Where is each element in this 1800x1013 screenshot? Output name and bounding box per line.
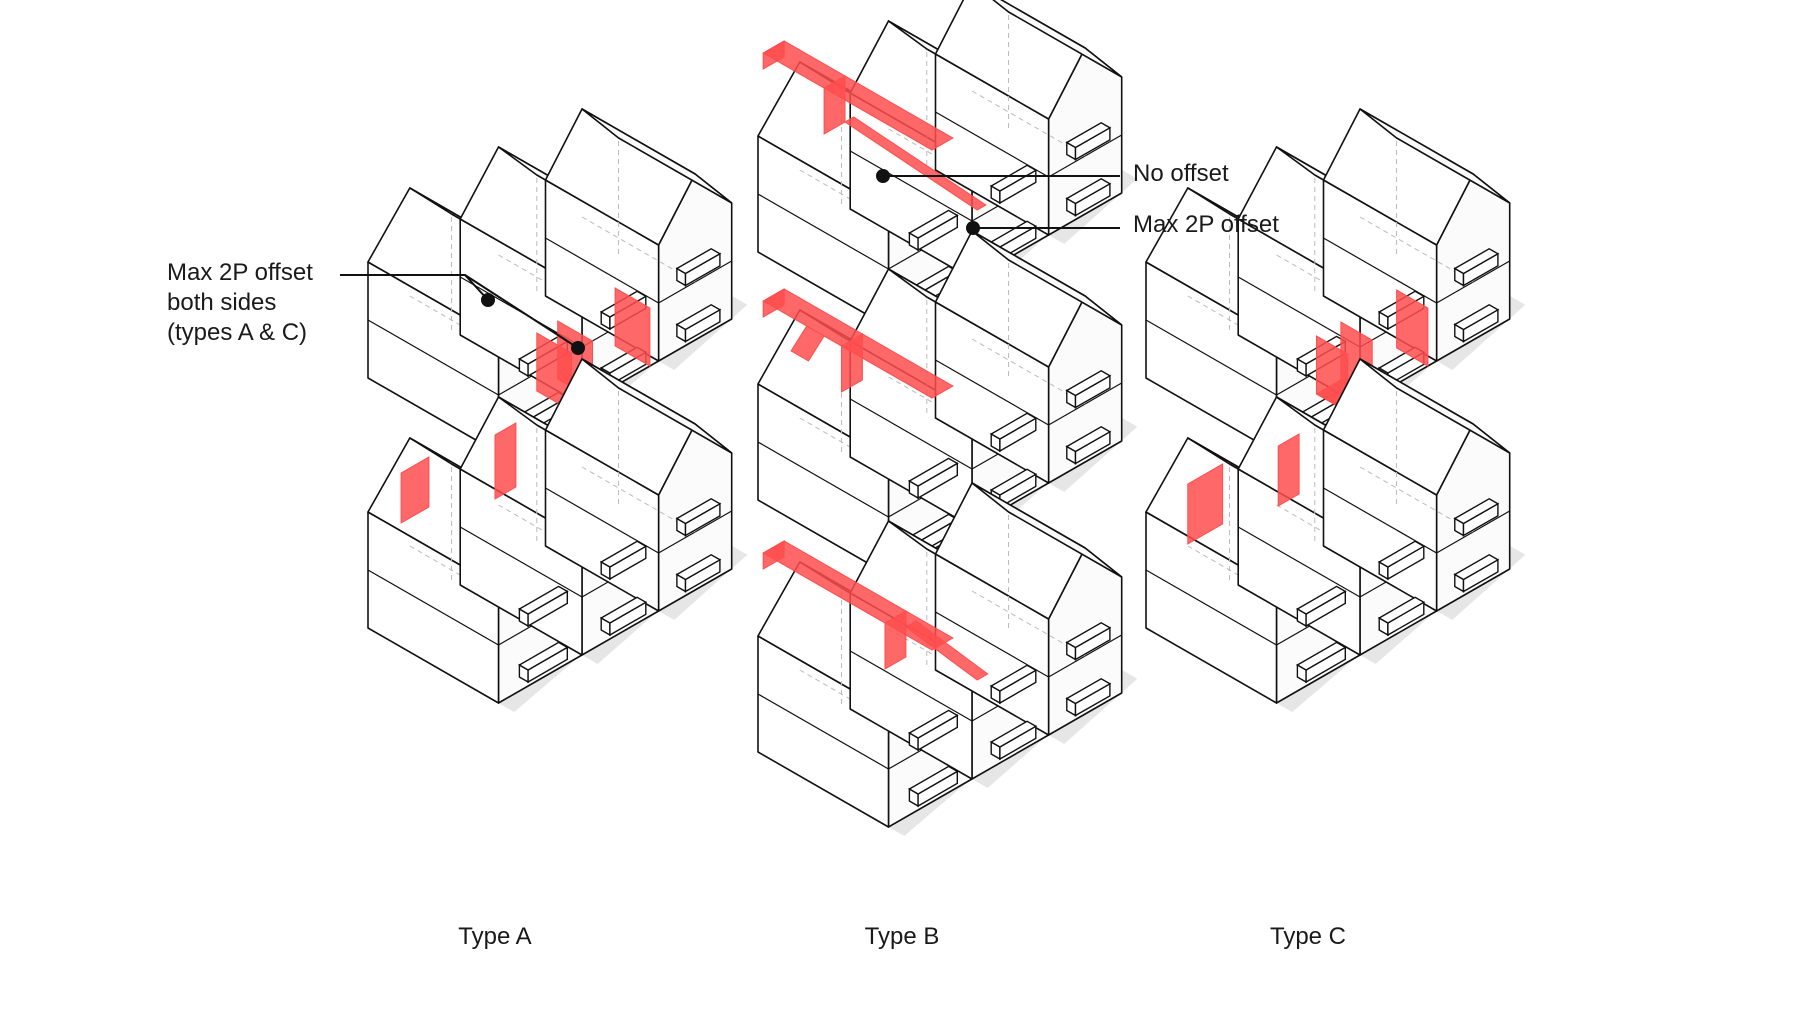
floor-line: [757, 693, 889, 770]
callout-line-2: both sides: [167, 289, 277, 316]
unit-3: [544, 358, 748, 620]
balcony: [1065, 177, 1112, 205]
floor-line: [1237, 276, 1361, 348]
balcony: [1453, 303, 1500, 331]
floor-line: [367, 319, 499, 396]
offset-zone: [762, 288, 785, 318]
roof-plane: [581, 108, 733, 204]
roof-plane: [1359, 108, 1511, 204]
floor-line: [849, 398, 973, 470]
callout-line-3: (types A & C): [167, 319, 308, 346]
floor-line: [757, 441, 889, 518]
roof-plane: [581, 358, 733, 454]
unit-3: [934, 230, 1138, 492]
offset-zone: [844, 116, 987, 211]
roof-plane: [992, 0, 1123, 78]
balcony: [599, 596, 648, 624]
leader-both-sides: [340, 274, 585, 355]
offset-zone: [884, 610, 907, 670]
balcony: [1295, 585, 1347, 615]
balcony: [1065, 425, 1112, 453]
roof-plane: [971, 230, 1123, 326]
type-b-label: Type B: [864, 923, 940, 950]
balcony: [1065, 677, 1112, 705]
balcony: [675, 553, 722, 581]
balcony: [989, 468, 1038, 496]
leader-dot: [876, 169, 890, 183]
offset-zone: [904, 620, 989, 681]
leader-dot: [481, 293, 495, 307]
balcony: [1377, 596, 1426, 624]
offset-zone: [1396, 289, 1429, 367]
leader-dot: [966, 221, 980, 235]
leader-max-offset: [966, 221, 1120, 235]
balcony: [989, 720, 1038, 748]
offset-zone: [1187, 463, 1224, 545]
balcony: [1377, 540, 1426, 568]
floor-line: [1145, 319, 1277, 396]
offset-zone: [494, 422, 517, 500]
offset-zone: [841, 333, 863, 393]
type-c-label: Type C: [1269, 923, 1347, 950]
type-b-building-3: [757, 482, 1138, 836]
balcony: [907, 209, 959, 239]
offset-zone: [823, 75, 846, 135]
balcony: [675, 303, 722, 331]
callout-line-1: Max 2P offset: [167, 259, 313, 286]
balcony: [517, 585, 569, 615]
balcony: [989, 664, 1038, 692]
floor-line: [849, 150, 973, 222]
balcony: [599, 540, 648, 568]
balcony: [1453, 247, 1500, 275]
leader-dot: [571, 341, 585, 355]
type-b-building-1: [757, 0, 1138, 336]
floor-line: [849, 650, 973, 722]
balcony: [675, 497, 722, 525]
type-a-building-2: [367, 358, 748, 712]
offset-zone: [762, 40, 785, 70]
leader-line: [464, 274, 579, 349]
floor-line: [757, 193, 889, 270]
type-c-building-2: [1145, 358, 1526, 712]
balcony: [907, 457, 959, 487]
balcony: [989, 164, 1038, 192]
offset-zone: [614, 287, 651, 367]
callout-no-offset: No offset: [1133, 160, 1229, 187]
balcony: [1065, 369, 1112, 397]
floor-line: [459, 526, 583, 598]
balcony: [517, 641, 569, 671]
balcony: [1453, 497, 1500, 525]
offset-zone: [790, 325, 825, 362]
balcony: [907, 709, 959, 739]
offset-zone: [400, 456, 430, 524]
balcony: [675, 247, 722, 275]
floor-line: [1145, 569, 1277, 646]
balcony: [1065, 121, 1112, 149]
offset-zone: [762, 540, 785, 570]
offset-zone: [1277, 433, 1300, 507]
type-a-label: Type A: [458, 923, 532, 950]
floor-line: [367, 569, 499, 646]
floor-line: [1237, 526, 1361, 598]
balcony: [1295, 641, 1347, 671]
roof-plane: [971, 482, 1123, 578]
callout-max-offset-both-sides: Max 2P offset both sides (types A & C): [167, 258, 313, 348]
balcony: [907, 765, 959, 795]
roof-plane: [1359, 358, 1511, 454]
balcony: [1065, 621, 1112, 649]
callout-max-offset: Max 2P offset: [1133, 211, 1279, 238]
leader-no-offset: [876, 169, 1120, 183]
balcony: [1453, 553, 1500, 581]
balcony: [989, 412, 1038, 440]
